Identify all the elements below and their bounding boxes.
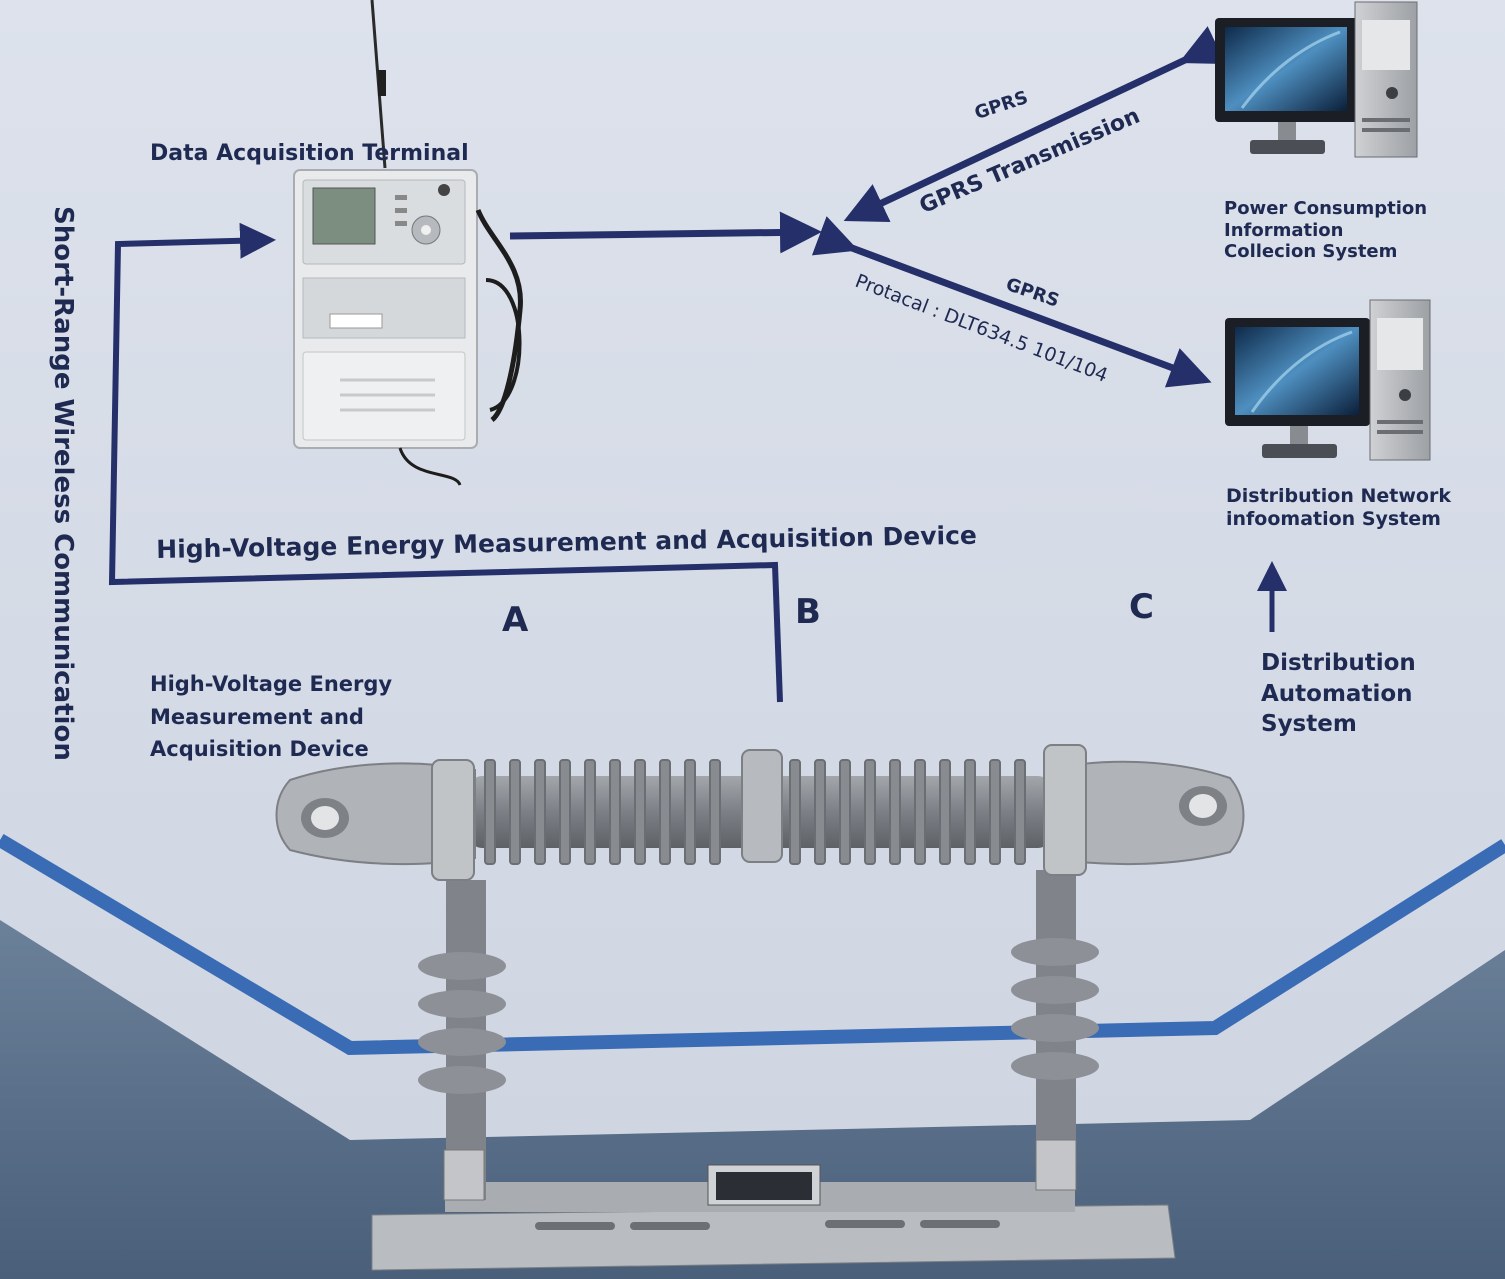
gprs-lower-arrow xyxy=(811,216,1212,388)
gprs-upper-arrow xyxy=(843,26,1226,223)
terminal-output-arrow xyxy=(509,211,822,254)
label-letter-b: B xyxy=(795,592,821,632)
label-letter-c: C xyxy=(1129,587,1154,627)
flow-line-a xyxy=(108,222,783,703)
support-insulator-right xyxy=(1011,870,1099,1191)
label-short-range-wireless: Short-Range Wireless Communication xyxy=(48,206,78,761)
label-letter-a: A xyxy=(502,600,529,640)
label-distribution-network-system: Distribution Network infoomation System xyxy=(1226,485,1451,530)
label-power-consumption-system: Power Consumption Information Collecion … xyxy=(1224,198,1428,263)
hv-measurement-device xyxy=(275,744,1245,881)
blue-stripe xyxy=(0,833,1505,1056)
floor-panel xyxy=(0,920,1505,1279)
label-hv-device-small: High-Voltage Energy Measurement and Acqu… xyxy=(150,672,393,762)
base-plate xyxy=(371,1164,1176,1271)
label-data-terminal: Data Acquisition Terminal xyxy=(150,141,469,166)
computer-power-consumption xyxy=(1215,1,1418,158)
label-distribution-automation: Distribution Automation System xyxy=(1261,650,1416,738)
computer-distribution-network xyxy=(1225,299,1431,461)
terminal-device xyxy=(293,0,523,486)
support-insulator-left xyxy=(418,880,506,1201)
